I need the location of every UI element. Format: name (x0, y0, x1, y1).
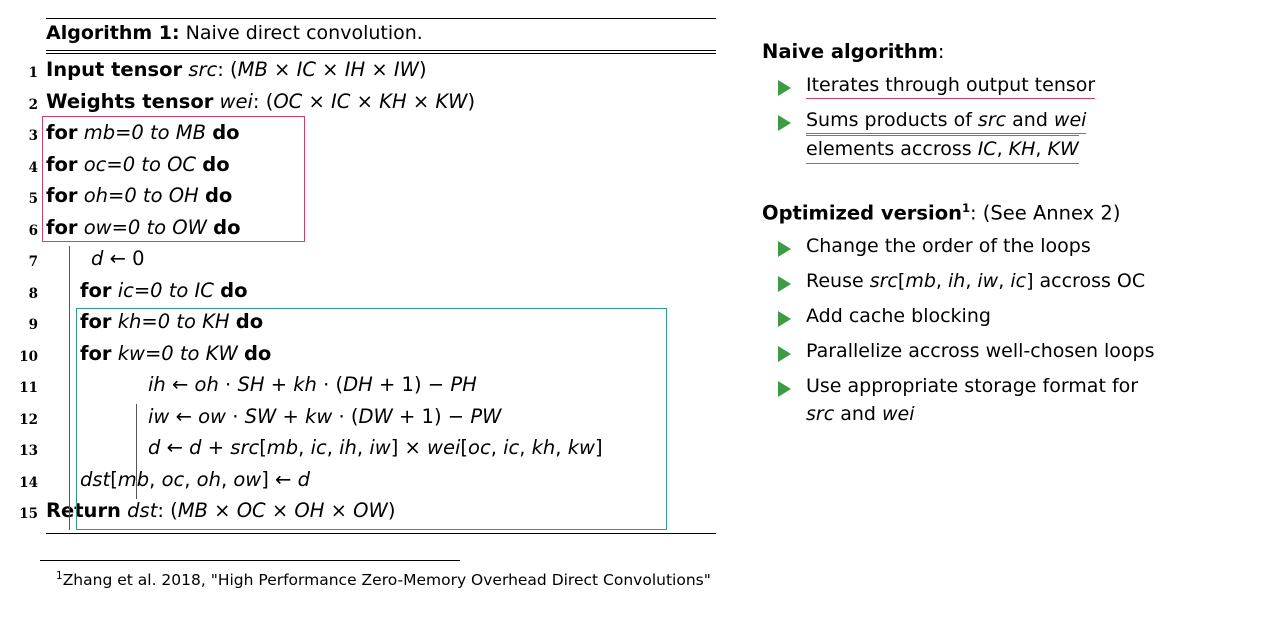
algorithm-bottom-rule (46, 532, 716, 534)
line-number: 3 (28, 128, 38, 145)
line-code: d ← 0 (91, 247, 145, 271)
algorithm-line: 3 for mb=0 to MB do (16, 119, 716, 151)
footnote-marker: 1 (56, 570, 63, 582)
line-code: dst[mb, oc, oh, ow] ← d (80, 467, 310, 491)
optimized-heading-rest: : (See Annex 2) (970, 201, 1121, 225)
triangle-bullet-icon (778, 114, 791, 131)
bullet-text: Parallelize accross well-chosen loops (806, 340, 1155, 363)
algorithm-lines: 1 Input tensor src: (MB × IC × IH × IW) … (16, 54, 716, 531)
line-number: 12 (19, 411, 38, 428)
bullet-text: Sums products of src and wei (806, 108, 1087, 134)
triangle-bullet-icon (778, 311, 791, 328)
algorithm-line: 15 Return dst: (MB × OC × OH × OW) (16, 497, 716, 529)
line-number: 7 (28, 254, 38, 271)
optimized-heading-superscript: 1 (962, 200, 971, 215)
triangle-bullet-icon (778, 80, 791, 96)
line-number: 2 (28, 96, 38, 113)
list-item: Add cache blocking (762, 303, 1272, 331)
line-number: 5 (28, 191, 38, 208)
bullet-text: Use appropriate storage format for (806, 374, 1139, 397)
algorithm-line: 10 for kw=0 to KW do (16, 340, 716, 372)
optimized-bullet-list: Change the order of the loops Reuse src[… (762, 233, 1272, 429)
algorithm-line: 1 Input tensor src: (MB × IC × IH × IW) (16, 56, 716, 88)
line-code: for ow=0 to OW do (46, 215, 241, 239)
algorithm-line: 12 iw ← ow · SW + kw · (DW + 1) − PW (16, 403, 716, 435)
algorithm-caption: Algorithm 1: Naive direct convolution. (46, 19, 716, 50)
naive-bullet-list: Iterates through output tensor Sums prod… (762, 72, 1272, 164)
triangle-bullet-icon (778, 241, 791, 258)
list-item: Use appropriate storage format for src a… (762, 373, 1272, 429)
list-item: Reuse src[mb, ih, iw, ic] accross OC (762, 268, 1272, 296)
footnote-rule (40, 560, 460, 561)
bullet-text: Add cache blocking (806, 305, 991, 328)
bullet-text: Iterates through output tensor (806, 74, 1096, 99)
line-number: 6 (28, 222, 38, 239)
optimized-heading-bold: Optimized version (762, 201, 962, 225)
footnote-text: 1Zhang et al. 2018, "High Performance Ze… (56, 570, 760, 589)
line-number: 11 (19, 380, 38, 397)
line-code: for kh=0 to KH do (80, 310, 264, 334)
optimized-version-heading: Optimized version1: (See Annex 2) (762, 201, 1272, 225)
line-code: for mb=0 to MB do (46, 121, 240, 145)
line-code: Weights tensor wei: (OC × IC × KH × KW) (46, 89, 476, 113)
triangle-bullet-icon (778, 276, 791, 293)
indent-guide-level1 (69, 246, 70, 531)
line-number: 14 (19, 474, 38, 491)
line-number: 8 (28, 285, 38, 302)
line-number: 9 (28, 317, 38, 334)
list-item: Sums products of src and wei elements ac… (762, 107, 1272, 164)
algorithm-top-rule (46, 18, 716, 19)
algorithm-line: 6 for ow=0 to OW do (16, 214, 716, 246)
algorithm-line: 2 Weights tensor wei: (OC × IC × KH × KW… (16, 88, 716, 120)
line-number: 4 (28, 159, 38, 176)
algorithm-line: 7 d ← 0 (16, 245, 716, 277)
list-item: Change the order of the loops (762, 233, 1272, 261)
algorithm-line: 9 for kh=0 to KH do (16, 308, 716, 340)
triangle-bullet-icon (778, 380, 791, 397)
bullet-text-line2: src and wei (806, 402, 915, 425)
algorithm-line: 11 ih ← oh · SH + kh · (DH + 1) − PH (16, 371, 716, 403)
list-item: Parallelize accross well-chosen loops (762, 338, 1272, 366)
algorithm-line: 5 for oh=0 to OH do (16, 182, 716, 214)
line-number: 1 (28, 65, 38, 82)
algorithm-label: Algorithm 1: (46, 22, 180, 44)
algorithm-caption-text: Naive direct convolution. (185, 22, 423, 44)
bullet-text: Change the order of the loops (806, 235, 1091, 258)
algorithm-mid-rule-a (46, 49, 716, 51)
line-code: for kw=0 to KW do (80, 341, 272, 365)
panel-spacer (762, 171, 1272, 201)
line-code: d ← d + src[mb, ic, ih, iw] × wei[oc, ic… (148, 436, 603, 460)
line-code: ih ← oh · SH + kh · (DH + 1) − PH (148, 373, 477, 397)
line-number: 13 (19, 443, 38, 460)
algorithm-line: 14 dst[mb, oc, oh, ow] ← d (16, 466, 716, 498)
naive-heading-bold: Naive algorithm (762, 40, 938, 63)
indent-guide-level2 (136, 404, 137, 500)
naive-heading-rest: : (937, 40, 945, 63)
line-number: 15 (19, 506, 38, 523)
line-code: Return dst: (MB × OC × OH × OW) (46, 499, 396, 523)
line-code: for oc=0 to OC do (46, 152, 230, 176)
algorithm-line: 8 for ic=0 to IC do (16, 277, 716, 309)
line-code: Input tensor src: (MB × IC × IH × IW) (46, 58, 427, 82)
bullet-text: Reuse src[mb, ih, iw, ic] accross OC (806, 270, 1146, 293)
summary-panel: Naive algorithm: Iterates through output… (762, 40, 1272, 436)
triangle-bullet-icon (778, 346, 791, 363)
algorithm-mid-rule-b (46, 53, 716, 55)
algorithm-line: 13 d ← d + src[mb, ic, ih, iw] × wei[oc,… (16, 434, 716, 466)
footnote: 1Zhang et al. 2018, "High Performance Ze… (40, 560, 760, 589)
line-code: for oh=0 to OH do (46, 184, 233, 208)
list-item: Iterates through output tensor (762, 72, 1272, 100)
line-number: 10 (19, 348, 38, 365)
line-code: iw ← ow · SW + kw · (DW + 1) − PW (148, 404, 502, 428)
bullet-text-line2: elements accross IC, KH, KW (806, 134, 1079, 164)
naive-algorithm-heading: Naive algorithm: (762, 40, 1272, 63)
footnote-citation: Zhang et al. 2018, "High Performance Zer… (62, 571, 711, 590)
line-code: for ic=0 to IC do (80, 278, 248, 302)
algorithm-line: 4 for oc=0 to OC do (16, 151, 716, 183)
algorithm-block: Algorithm 1: Naive direct convolution. 1… (16, 18, 716, 534)
